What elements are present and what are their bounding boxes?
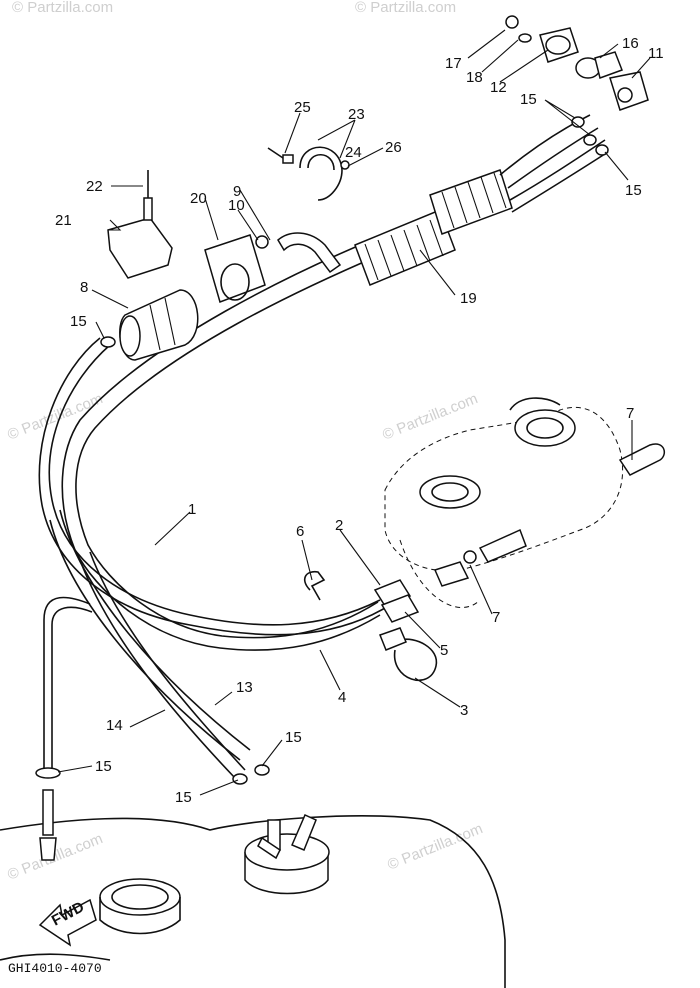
callout-16: 16 <box>622 35 639 52</box>
callout-14: 14 <box>106 717 123 734</box>
callout-5: 5 <box>440 642 448 659</box>
callout-18: 18 <box>466 69 483 86</box>
hose-9 <box>255 232 342 274</box>
callout-23: 23 <box>348 106 365 123</box>
callout-15-a: 15 <box>70 313 87 330</box>
fuel-cock-assembly <box>505 15 649 111</box>
fuel-filter <box>119 289 199 361</box>
watermark: © Partzilla.com <box>380 390 480 444</box>
forward-arrow-icon: FWD <box>38 898 97 947</box>
diagram-code: GHI4010-4070 <box>8 961 102 976</box>
callout-6: 6 <box>296 523 304 540</box>
breather-fitting <box>35 596 93 861</box>
callout-10: 10 <box>228 197 245 214</box>
callout-25: 25 <box>294 99 311 116</box>
callout-26: 26 <box>385 139 402 156</box>
callout-3: 3 <box>460 702 468 719</box>
callout-15-c: 15 <box>175 789 192 806</box>
callout-labels: 1 2 3 4 5 6 7 7 8 9 10 11 12 13 14 15 15… <box>55 35 664 806</box>
callout-2: 2 <box>335 517 343 534</box>
clamp-3 <box>379 627 438 682</box>
callout-12: 12 <box>490 79 507 96</box>
fuel-pickup-unit <box>244 814 330 895</box>
callout-4: 4 <box>338 689 346 706</box>
callout-11: 11 <box>648 45 664 62</box>
main-fuel-hoses <box>38 239 386 651</box>
callout-7: 7 <box>626 405 634 422</box>
callout-15-e: 15 <box>520 91 537 108</box>
callout-13: 13 <box>236 679 253 696</box>
filter-bracket <box>204 234 266 303</box>
callout-15-d: 15 <box>285 729 302 746</box>
hoses-13-14 <box>49 509 251 779</box>
callout-22: 22 <box>86 178 103 195</box>
callout-20: 20 <box>190 190 207 207</box>
watermark-group: © Partzilla.com © Partzilla.com © Partzi… <box>5 0 485 884</box>
tank-filler-ring <box>99 878 181 935</box>
callout-7b: 7 <box>492 609 500 626</box>
watermark: © Partzilla.com <box>12 0 113 16</box>
callout-9: 9 <box>233 183 241 200</box>
callout-17: 17 <box>445 55 462 72</box>
mount-bracket <box>107 170 173 279</box>
bellows-19 <box>354 114 609 286</box>
callout-21: 21 <box>55 212 72 229</box>
watermark: © Partzilla.com <box>355 0 456 16</box>
hose-clamps-15 <box>100 116 609 785</box>
callout-15-b: 15 <box>95 758 112 775</box>
carb-connector-hoses <box>373 443 666 623</box>
hose-clamp-23 <box>267 146 350 201</box>
clip-6 <box>303 570 326 601</box>
callout-1: 1 <box>188 501 196 518</box>
callout-19: 19 <box>460 290 477 307</box>
leader-lines <box>57 29 651 796</box>
callout-8: 8 <box>80 279 88 296</box>
fuel-tank <box>0 815 506 988</box>
callout-15-f: 15 <box>625 182 642 199</box>
callout-24: 24 <box>345 144 362 161</box>
